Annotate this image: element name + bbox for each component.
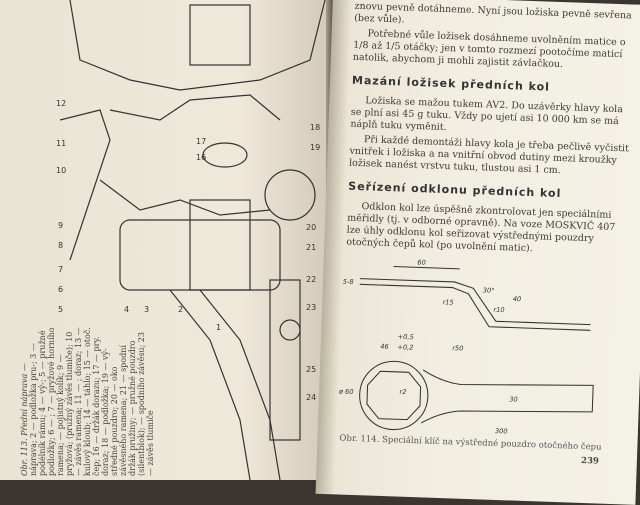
part-label: 7 xyxy=(58,265,63,274)
part-label: 8 xyxy=(58,241,63,250)
part-label: 10 xyxy=(56,166,66,175)
paragraph: Odklon kol lze úspěšně zkontrolovat jen … xyxy=(346,201,616,255)
part-label: 20 xyxy=(306,223,316,232)
dim-r10: r10 xyxy=(493,306,504,314)
figure-113-caption: Obr. 113. Přední náprava — náprava; 2 — … xyxy=(20,326,155,476)
part-label: 6 xyxy=(58,285,63,294)
section-heading-camber: Seřízení odklonu předních kol xyxy=(348,179,562,201)
dim-r50: r50 xyxy=(452,344,463,352)
part-label: 19 xyxy=(310,143,320,152)
part-label: 5 xyxy=(58,305,63,314)
paragraph: Ložiska se mažou tukem AV2. Do uzávěrky … xyxy=(350,95,624,134)
part-label: 11 xyxy=(56,139,66,148)
right-page-content: znovu pevně dotáhneme. Nyní jsou ložiska… xyxy=(338,1,635,468)
part-label: 9 xyxy=(58,221,63,230)
dim-30-deg: 30° xyxy=(483,286,495,294)
part-label: 23 xyxy=(306,303,316,312)
part-label: 17 xyxy=(196,137,206,146)
part-label: 4 xyxy=(124,305,129,314)
right-page: znovu pevně dotáhneme. Nyní jsou ložiska… xyxy=(315,0,640,505)
part-label: 3 xyxy=(144,305,149,314)
dim-tolerance-lower: +0,2 xyxy=(397,343,413,352)
part-label: 24 xyxy=(306,393,316,402)
figure-113-title: Obr. 113. Přední náprava xyxy=(20,373,29,476)
section-heading-lubrication: Mazání ložisek předních kol xyxy=(351,73,551,94)
dim-60: 60 xyxy=(417,259,426,267)
dim-46: 46 xyxy=(380,343,389,351)
dim-r15: r15 xyxy=(442,298,453,306)
paragraph: Při každé demontáži hlavy kola je třeba … xyxy=(348,134,630,177)
dim-5-8: 5-8 xyxy=(343,278,354,286)
paragraph: Potřebné vůle ložisek dosáhneme uvolnění… xyxy=(352,28,626,71)
dim-tolerance-upper: +0,5 xyxy=(398,333,414,342)
part-label: 18 xyxy=(310,123,320,132)
part-label: 1 xyxy=(216,323,221,332)
dim-phi-60: ø 60 xyxy=(338,388,354,397)
wrench-drawing: 60 5-8 r15 30° r10 40 +0,5 +0,2 46 r50 ø… xyxy=(338,259,594,436)
figure-113-text: — náprava; 2 — podložka pru-; 3 — podéln… xyxy=(20,327,155,476)
part-label: 2 xyxy=(178,305,183,314)
part-label: 25 xyxy=(306,365,316,374)
left-page: 12 11 10 9 8 7 6 5 4 3 2 1 17 16 18 19 2… xyxy=(0,0,340,480)
part-label: 16 xyxy=(196,153,206,162)
dim-300: 300 xyxy=(495,427,508,435)
front-axle-drawing: 12 11 10 9 8 7 6 5 4 3 2 1 17 16 18 19 2… xyxy=(56,0,326,480)
dim-40: 40 xyxy=(513,295,522,303)
part-label: 21 xyxy=(306,243,316,252)
part-label: 12 xyxy=(56,99,66,108)
part-label: 22 xyxy=(306,275,316,284)
dim-30: 30 xyxy=(509,395,518,403)
dim-r2: r2 xyxy=(399,388,406,396)
